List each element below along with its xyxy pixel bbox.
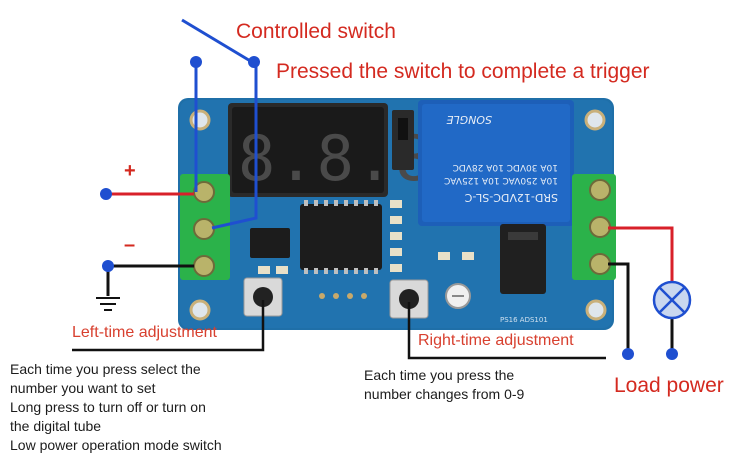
load-power-label: Load power — [614, 374, 724, 397]
wire-end-dot-icon — [102, 260, 114, 272]
wire-end-dot-icon — [248, 56, 260, 68]
terminal-screw — [589, 179, 611, 275]
note-line: number changes from 0-9 — [364, 386, 525, 402]
regulator-chip — [250, 228, 290, 258]
note-line: Low power operation mode switch — [10, 437, 222, 453]
note-line: number you want to set — [10, 380, 156, 396]
mcu-chip — [300, 204, 382, 270]
relay-brand: SONGLE — [446, 113, 492, 126]
wire-end-dot-icon — [100, 188, 112, 200]
button-leaders — [72, 300, 606, 360]
trigger-note-label: Pressed the switch to complete a trigger — [276, 60, 650, 83]
mount-hole — [189, 109, 211, 131]
left-note-block: Each time you press select the number yo… — [10, 360, 222, 455]
wire-end-dot-icon — [622, 348, 634, 360]
plus-label: + — [124, 160, 136, 182]
wire-end-dot-icon — [190, 56, 202, 68]
note-line: Each time you press select the — [10, 361, 201, 377]
transistor — [500, 224, 546, 294]
controlled-switch-label: Controlled switch — [236, 20, 396, 43]
note-line: Long press to turn off or turn on — [10, 399, 206, 415]
left-time-label: Left-time adjustment — [72, 324, 217, 341]
relay-rating-1: 10A 250VAC 10A 125VAC — [444, 175, 558, 185]
note-line: Each time you press the — [364, 367, 515, 383]
relay-rating-2: 10A 30VDC 10A 28VDC — [453, 162, 558, 172]
mount-hole — [189, 299, 211, 321]
right-note-block: Each time you press the number changes f… — [364, 366, 524, 404]
load-wires — [608, 226, 674, 352]
pcb-codes: PS16 ADS101 — [500, 316, 548, 324]
lamp-icon — [652, 280, 692, 320]
right-time-label: Right-time adjustment — [418, 332, 574, 349]
controlled-switch-wires — [181, 18, 258, 230]
mount-hole — [585, 299, 607, 321]
note-line: the digital tube — [10, 418, 102, 434]
terminal-screw — [193, 181, 215, 277]
ground-symbol-icon — [96, 297, 120, 311]
relay-model: SRD-12VDC-SL-C — [464, 191, 558, 204]
minus-label: – — [124, 234, 136, 256]
mount-hole — [584, 109, 606, 131]
wire-end-dot-icon — [666, 348, 678, 360]
